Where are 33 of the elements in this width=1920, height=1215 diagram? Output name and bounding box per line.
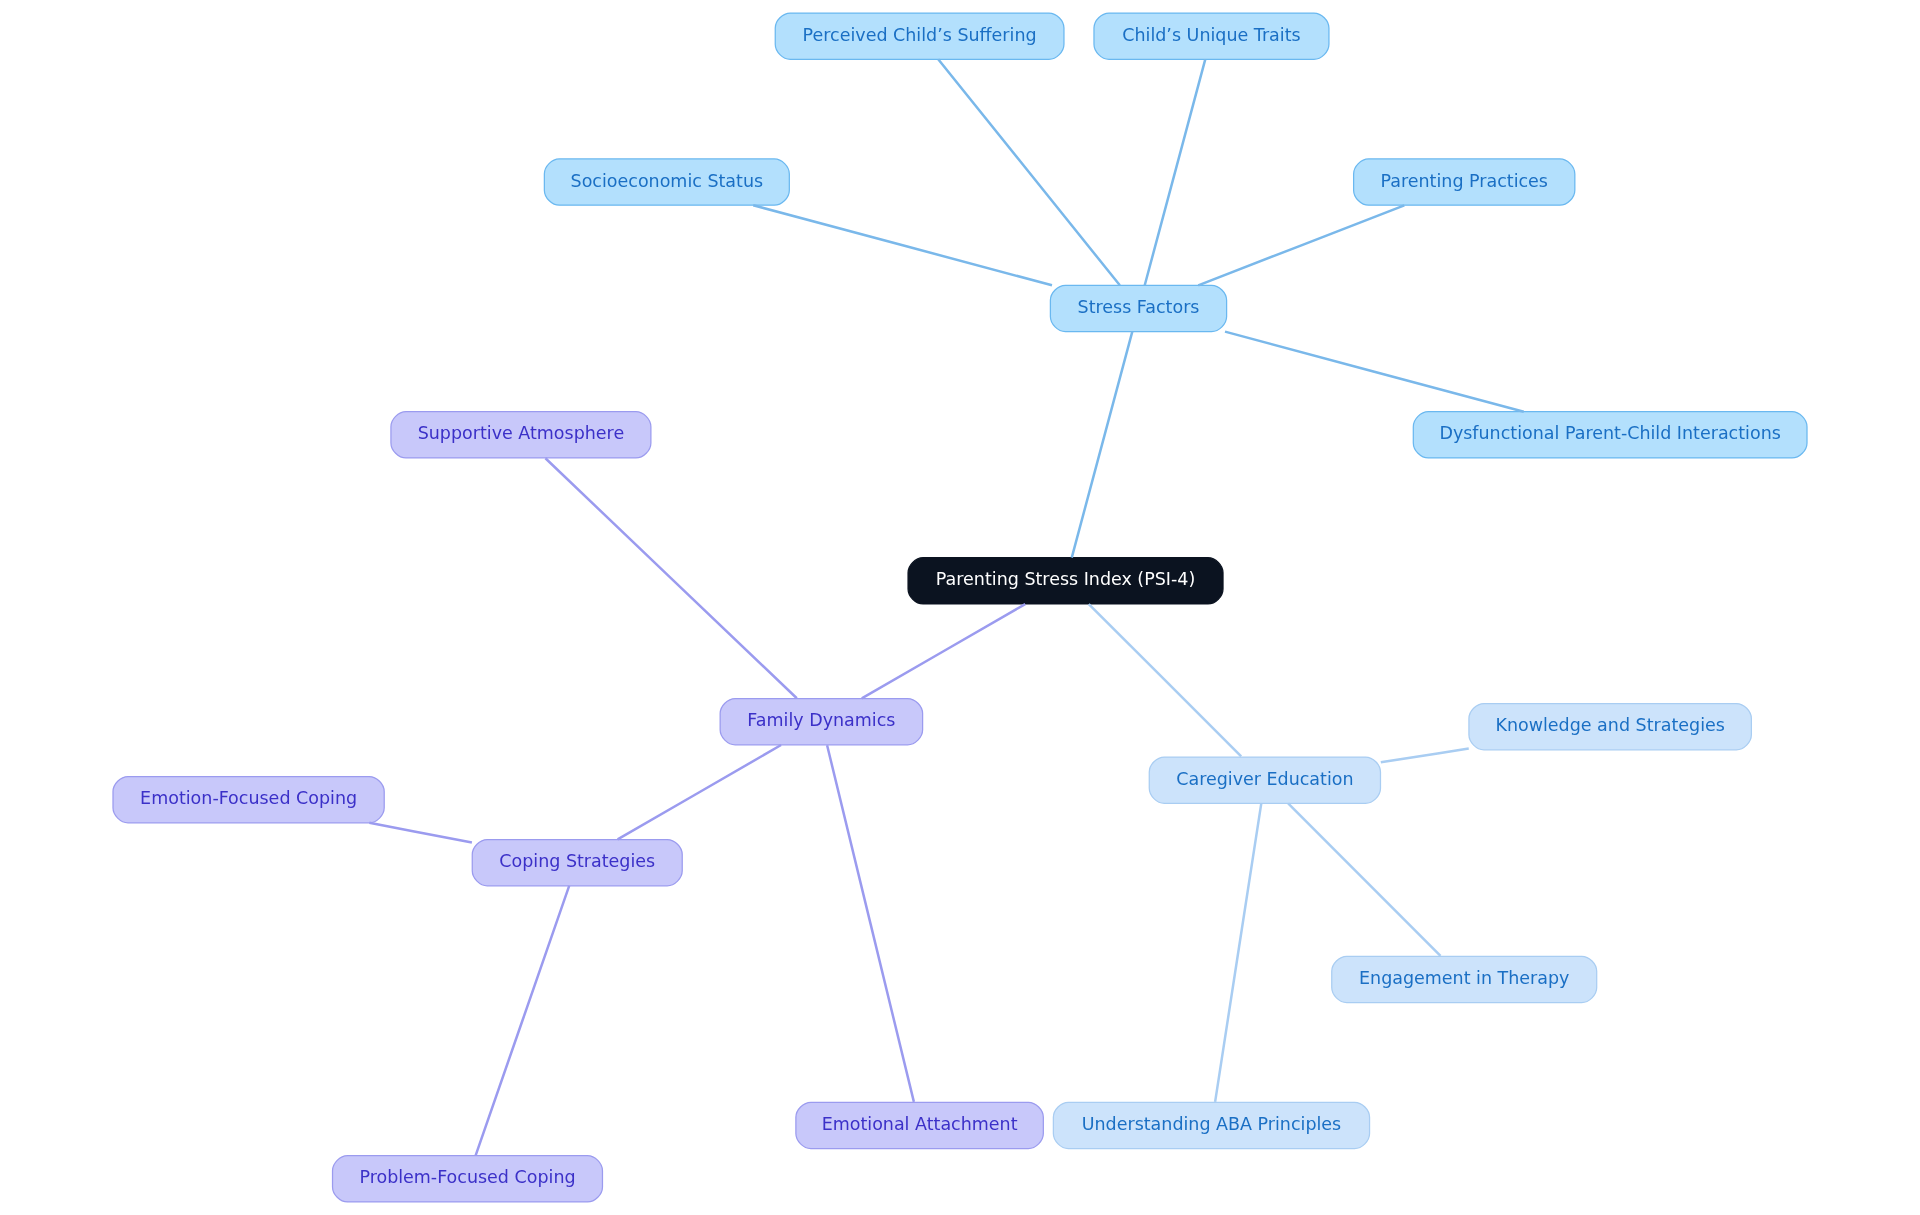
node-box: Knowledge and Strategies [1468, 702, 1752, 751]
connector [369, 821, 473, 844]
node-box: Family Dynamics [719, 698, 924, 746]
connector [861, 603, 1026, 700]
connector [825, 744, 916, 1103]
connector [937, 58, 1121, 287]
node-box: Emotion-Focused Coping [112, 775, 385, 824]
node-box: Stress Factors [1049, 284, 1228, 333]
connector [1224, 330, 1525, 413]
connector [474, 885, 571, 1156]
connector [1380, 747, 1469, 764]
connector [1287, 802, 1442, 957]
connector [617, 743, 782, 841]
node-box: Problem-Focused Coping [331, 1155, 604, 1203]
node-box: Socioeconomic Status [543, 158, 790, 206]
connector [752, 204, 1053, 287]
connector [1213, 803, 1263, 1103]
connector [1087, 603, 1243, 758]
connector [1143, 59, 1207, 286]
connector [1197, 204, 1405, 287]
node-box: Parenting Practices [1353, 158, 1576, 206]
node-box: Parenting Stress Index (PSI-4) [907, 557, 1224, 605]
node-box: Child’s Unique Traits [1093, 12, 1330, 60]
node-box: Dysfunctional Parent-Child Interactions [1412, 411, 1808, 459]
connector [1070, 331, 1134, 558]
node-box: Engagement in Therapy [1331, 955, 1598, 1004]
node-box: Emotional Attachment [795, 1101, 1044, 1150]
node-box: Supportive Atmosphere [390, 411, 652, 459]
connector [544, 457, 798, 700]
node-box: Coping Strategies [471, 838, 683, 887]
node-box: Caregiver Education [1148, 756, 1382, 804]
node-box: Understanding ABA Principles [1052, 1101, 1371, 1150]
node-box: Perceived Child’s Suffering [774, 12, 1065, 60]
